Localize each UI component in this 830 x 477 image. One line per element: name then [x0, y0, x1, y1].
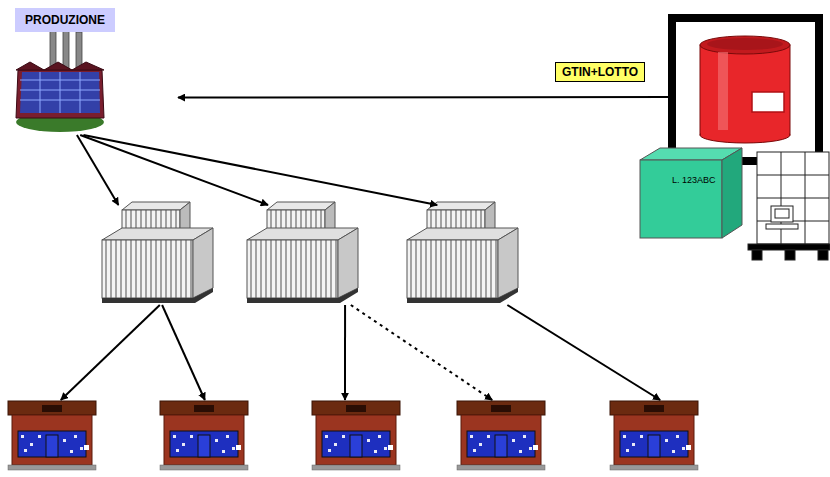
shop-icon — [457, 401, 545, 470]
edge-label: GTIN+LOTTO — [555, 62, 645, 82]
product-icon — [672, 18, 819, 161]
flow-arrow — [83, 135, 437, 205]
flow-arrow — [162, 305, 205, 400]
flow-arrow — [344, 305, 346, 400]
factory-node: PRODUZIONE — [15, 8, 178, 135]
shop-icon — [312, 401, 400, 470]
product-node — [668, 14, 823, 165]
flow-arrow — [80, 135, 268, 205]
warehouse-icon — [102, 202, 213, 303]
section-heading: PRODUZIONE — [15, 8, 115, 32]
shop-icon — [160, 401, 248, 470]
flow-arrow — [351, 305, 492, 400]
shop-node — [610, 400, 698, 472]
shop-node — [312, 400, 400, 472]
shop-node — [160, 400, 248, 472]
warehouse-icon — [247, 202, 358, 303]
warehouse-node — [405, 205, 520, 305]
warehouse-node — [100, 205, 215, 305]
flow-arrow — [507, 305, 660, 400]
flow-arrow — [77, 135, 118, 205]
case-node: L. 123ABC — [640, 160, 726, 238]
pallet-icon — [748, 152, 830, 260]
flow-arrow — [61, 305, 160, 400]
flow-arrow — [178, 96, 668, 98]
warehouse-icon — [407, 202, 518, 303]
lot-label: L. 123ABC — [640, 160, 726, 185]
shop-icon — [610, 401, 698, 470]
case-icon — [640, 148, 742, 238]
shop-node — [457, 400, 545, 472]
shop-node — [8, 400, 96, 472]
shop-icon — [8, 401, 96, 470]
factory-icon — [16, 30, 104, 132]
warehouse-node — [245, 205, 360, 305]
